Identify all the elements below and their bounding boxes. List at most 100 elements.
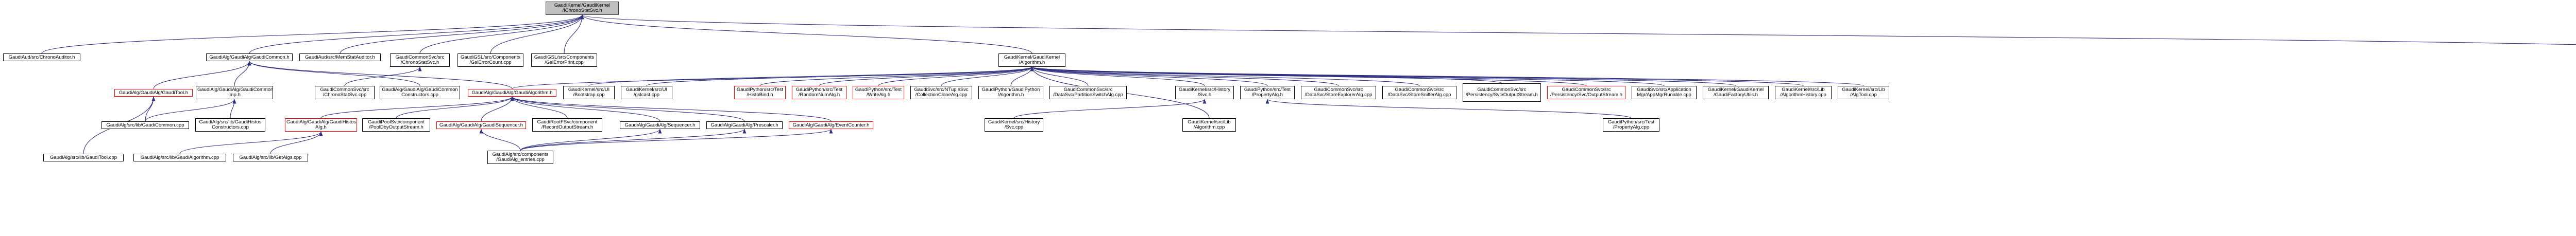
graph-node[interactable]: GaudiPython/src/Test /WriteAlg.h <box>853 86 904 99</box>
node-label: GaudiPython/src/Test /WriteAlg.h <box>855 87 902 98</box>
graph-edge <box>1030 66 1089 86</box>
node-label: GaudiAlg/GaudiAlg/Prescaler.h <box>710 122 778 128</box>
graph-node[interactable]: GaudiAlg/GaudiAlg/GaudiSequencer.h <box>436 121 526 129</box>
node-label: GaudiCommonSvc/src /DataSvc/StoreSniffer… <box>1387 87 1451 98</box>
graph-node[interactable]: GaudiAud/src/MemStatAuditor.h <box>299 53 381 61</box>
graph-edge <box>941 66 1034 86</box>
graph-edge <box>270 131 323 154</box>
graph-edge <box>145 96 156 122</box>
graph-node[interactable]: GaudiAlg/GaudiAlg/Sequencer.h <box>620 121 700 129</box>
graph-node[interactable]: GaudiCommonSvc/src /DataSvc/StoreExplore… <box>1301 86 1376 99</box>
graph-node[interactable]: GaudiKernel/src/UI /Bootstrap.cpp <box>563 86 615 99</box>
node-label: GaudiPython/src/Test /RandomNumAlg.h <box>795 87 843 98</box>
node-label: GaudiPython/src/Test /PropertyAlg.cpp <box>1607 119 1655 130</box>
graph-node[interactable]: GaudiCommonSvc/src /ChronoStatSvc.cpp <box>315 86 375 99</box>
graph-edge <box>510 96 745 122</box>
graph-edge <box>581 14 2576 45</box>
graph-node[interactable]: GaudiAlg/src/lib/GaudiHistos Constructor… <box>195 118 265 132</box>
graph-node[interactable]: GaudiAlg/GaudiAlg/GaudiAlgorithm.h <box>468 89 556 97</box>
graph-node[interactable]: GaudiAlg/GaudiAlg/GaudiHistos Alg.h <box>285 118 357 132</box>
node-label: GaudiCommonSvc/src /DataSvc/StoreExplore… <box>1304 87 1372 98</box>
graph-node[interactable]: GaudiAlg/src/lib/GetAlgs.cpp <box>233 154 308 161</box>
graph-edge <box>1030 66 1665 86</box>
graph-edge <box>520 129 662 151</box>
graph-node[interactable]: GaudiAlg/src/components /GaudiAlg_entrie… <box>487 151 553 164</box>
graph-node[interactable]: GaudiAud/src/ChronoAuditor.h <box>3 53 80 61</box>
graph-node[interactable]: GaudiAlg/GaudiAlg/GaudiTool.h <box>114 89 193 97</box>
graph-node[interactable]: GaudiKernel/src/History /Svc.cpp <box>985 118 1043 132</box>
graph-edge <box>179 131 323 154</box>
graph-node[interactable]: GaudiCommonSvc/src /DataSvc/PartitionSwi… <box>1049 86 1127 99</box>
graph-node[interactable]: GaudiGSL/src/Components /GslErrorCount.c… <box>457 53 523 67</box>
graph-node[interactable]: GaudiCommonSvc/src /DataSvc/StoreSniffer… <box>1382 86 1456 99</box>
graph-edge <box>490 14 584 54</box>
graph-edge <box>564 14 584 54</box>
node-label: GaudiKernel/GaudiKernel /Algorithm.h <box>1004 55 1060 65</box>
node-label: GaudiKernel/src/UI /Bootstrap.cpp <box>568 87 610 98</box>
graph-node[interactable]: GaudiCommonSvc/src /Persistency/Svc/Outp… <box>1463 83 1541 102</box>
graph-edge <box>1265 99 1632 119</box>
graph-node[interactable]: GaudiAlg/GaudiAlg/GaudiCommon Imp.h <box>196 86 273 99</box>
node-label: GaudiAlg/GaudiAlg/GaudiCommon.h <box>209 54 290 60</box>
graph-edge <box>249 14 584 54</box>
graph-node[interactable]: GaudiPython/src/Test /RandomNumAlg.h <box>792 86 846 99</box>
graph-node[interactable]: GaudiKernel/src/History /Svc.h <box>1175 86 1234 99</box>
graph-edge <box>646 66 1034 86</box>
node-label: GaudiRootFSvc/component /RecordOutputStr… <box>537 119 598 130</box>
graph-node[interactable]: GaudiCommonSvc/src /ChronoStatSvc.h <box>390 53 450 67</box>
node-label: GaudiGSL/src/Components /GslErrorCount.c… <box>460 55 521 65</box>
graph-edge <box>1013 99 1207 119</box>
graph-edge <box>153 61 251 89</box>
graph-node[interactable]: GaudiCommonSvc/src /Persistency/Svc/Outp… <box>1547 86 1625 99</box>
node-label: GaudiSvc/src/Application Mgr/AppMgrRunab… <box>1637 87 1691 98</box>
graph-edge <box>759 66 1034 86</box>
graph-edge <box>419 14 584 54</box>
graph-node[interactable]: GaudiSvc/src/NTupleSvc /CollectionCloneA… <box>910 86 972 99</box>
graph-node[interactable]: GaudiPoolSvc/component /PoolDbyOutputStr… <box>362 118 430 132</box>
graph-edge <box>479 129 521 151</box>
graph-node[interactable]: GaudiAlg/GaudiAlg/GaudiCommon Constructo… <box>380 86 460 99</box>
node-label: GaudiAlg/GaudiAlg/GaudiAlgorithm.h <box>471 89 553 96</box>
graph-node[interactable]: GaudiKernel/src/Lib /AlgorithmHistory.cp… <box>1775 86 1832 99</box>
node-label: GaudiKernel/src/Lib /Algorithm.cpp <box>1188 119 1231 130</box>
graph-node[interactable]: GaudiKernel/src/Lib /AlgTool.cpp <box>1838 86 1889 99</box>
graph-node[interactable]: GaudiKernel/src/UI /gslcast.cpp <box>621 86 672 99</box>
graph-edge <box>819 66 1034 86</box>
graph-root-node[interactable]: GaudiKernel/GaudiKernel /IChronoStatSvc.… <box>546 2 619 15</box>
graph-node[interactable]: GaudiKernel/GaudiKernel /Algorithm.h <box>998 53 1065 67</box>
graph-node[interactable]: GaudiAlg/src/lib/GaudiTool.cpp <box>43 154 124 161</box>
node-label: GaudiCommonSvc/src /ChronoStatSvc.h <box>395 55 445 65</box>
graph-edge <box>320 96 514 119</box>
graph-edge <box>1030 66 1804 86</box>
node-label: GaudiKernel/src/Lib /AlgTool.cpp <box>1842 87 1885 98</box>
graph-node[interactable]: GaudiPython/src/Test /HistoBind.h <box>734 86 786 99</box>
node-label: GaudiCommonSvc/src /DataSvc/PartitionSwi… <box>1053 87 1123 98</box>
node-label: GaudiAlg/GaudiAlg/GaudiCommon Constructo… <box>382 87 458 98</box>
graph-node[interactable]: GaudiAlg/src/lib/GaudiAlgorithm.cpp <box>133 154 226 161</box>
graph-node[interactable]: GaudiPython/GaudiPython /Algorithm.h <box>978 86 1043 99</box>
node-label: GaudiAlg/GaudiAlg/GaudiSequencer.h <box>439 122 523 128</box>
graph-node[interactable]: GaudiRootFSvc/component /RecordOutputStr… <box>532 118 602 132</box>
graph-edge <box>520 129 833 151</box>
graph-edge <box>510 96 832 122</box>
graph-edge <box>230 99 236 119</box>
graph-node[interactable]: GaudiPython/src/Test /PropertyAlg.cpp <box>1603 118 1659 132</box>
graph-edge <box>41 14 584 54</box>
graph-node[interactable]: GaudiAlg/GaudiAlg/GaudiCommon.h <box>206 53 293 61</box>
graph-node[interactable]: GaudiAlg/src/lib/GaudiCommon.cpp <box>101 121 189 129</box>
graph-node[interactable]: GaudiAlg/GaudiAlg/Prescaler.h <box>706 121 783 129</box>
node-label: GaudiPoolSvc/component /PoolDbyOutputStr… <box>368 119 425 130</box>
graph-node[interactable]: GaudiKernel/GaudiKernel /GaudiFactoryUti… <box>1703 86 1769 99</box>
node-label: GaudiAlg/GaudiAlg/GaudiCommon Imp.h <box>197 87 274 98</box>
graph-node[interactable]: GaudiAlg/GaudiAlg/EventCounter.h <box>789 121 873 129</box>
graph-edge <box>234 61 251 86</box>
graph-node[interactable]: GaudiKernel/src/Lib /Algorithm.cpp <box>1182 118 1236 132</box>
graph-node[interactable]: GaudiGSL/src/Components /GslErrorPrint.c… <box>531 53 597 67</box>
graph-node[interactable]: GaudiSvc/src/Application Mgr/AppMgrRunab… <box>1632 86 1697 99</box>
node-label: GaudiKernel/src/History /Svc.h <box>1178 87 1231 98</box>
graph-edge <box>1030 66 1864 86</box>
graph-node[interactable]: GaudiPython/src/Test /PropertyAlg.h <box>1240 86 1295 99</box>
graph-edge <box>1030 66 1268 86</box>
node-label: GaudiCommonSvc/src /Persistency/Svc/Outp… <box>1466 87 1538 98</box>
